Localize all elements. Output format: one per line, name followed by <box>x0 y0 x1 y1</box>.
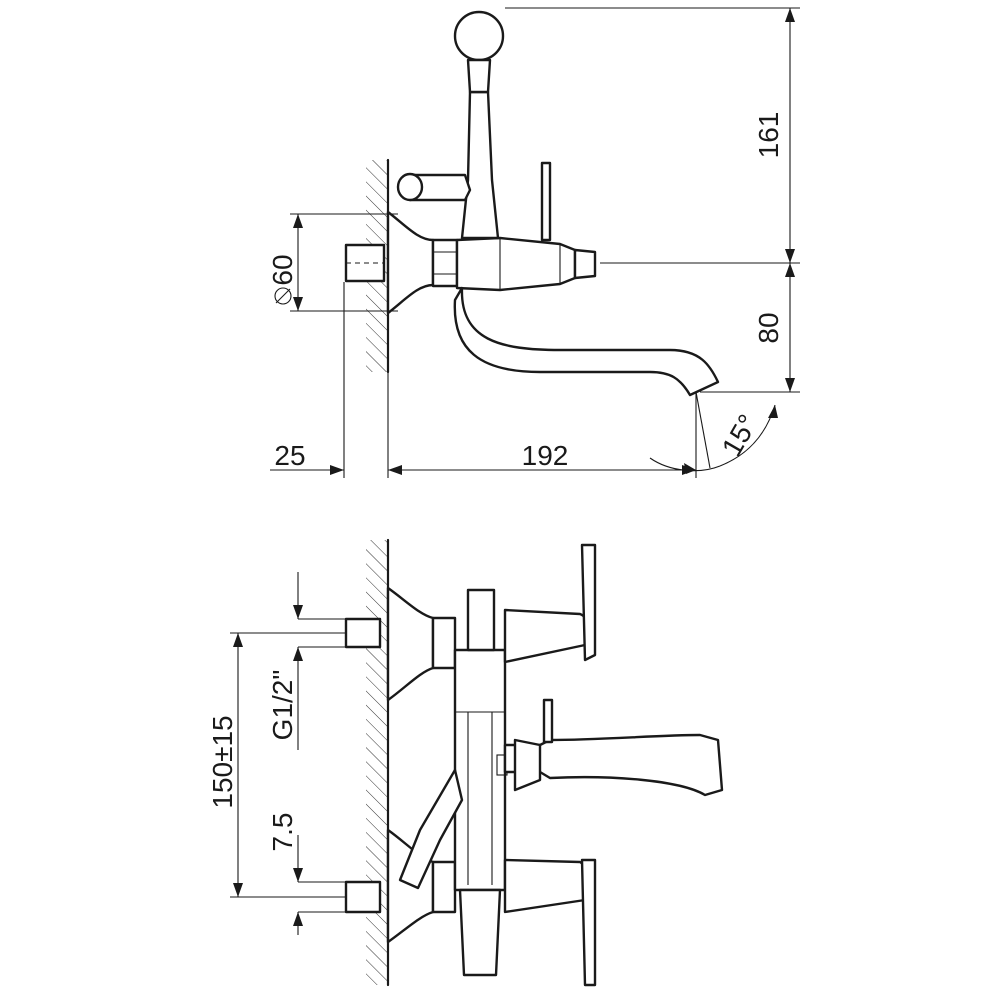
connector-upper <box>344 617 382 649</box>
dim-192-label: 192 <box>522 440 569 471</box>
dim-150-15-label: 150±15 <box>207 715 238 808</box>
end-cap-top <box>573 248 597 280</box>
dim-80-label: 80 <box>753 312 784 343</box>
connector-lower <box>344 880 382 914</box>
front-view: 150±15 G1/2" 7.5 <box>207 538 724 987</box>
top-view: 161 80 60 25 192 15° <box>267 7 800 478</box>
diverter-knob-top <box>453 10 505 62</box>
dim-161-label: 161 <box>753 112 784 159</box>
upper-lever <box>580 543 597 662</box>
diameter-symbol <box>274 287 292 305</box>
front-spout <box>503 733 724 797</box>
diverter-stem-top <box>460 90 500 240</box>
lower-lever <box>580 858 597 987</box>
wall-hatch-front <box>366 540 388 985</box>
hex-nut-top <box>431 238 459 288</box>
lever-top <box>540 161 552 242</box>
dim-angle-15-label: 15° <box>716 409 764 461</box>
diverter-arm <box>398 768 464 890</box>
dim-thread-label: G1/2" <box>267 670 298 741</box>
escutcheon-top <box>386 210 435 315</box>
dim-25-label: 25 <box>274 440 305 471</box>
dim-7-5-label: 7.5 <box>267 813 298 852</box>
mixer-body-top <box>455 236 577 292</box>
dim-diameter-60-label: 60 <box>267 254 298 285</box>
spout-top <box>453 286 720 397</box>
lower-handle <box>503 858 591 914</box>
upper-handle <box>503 608 591 664</box>
